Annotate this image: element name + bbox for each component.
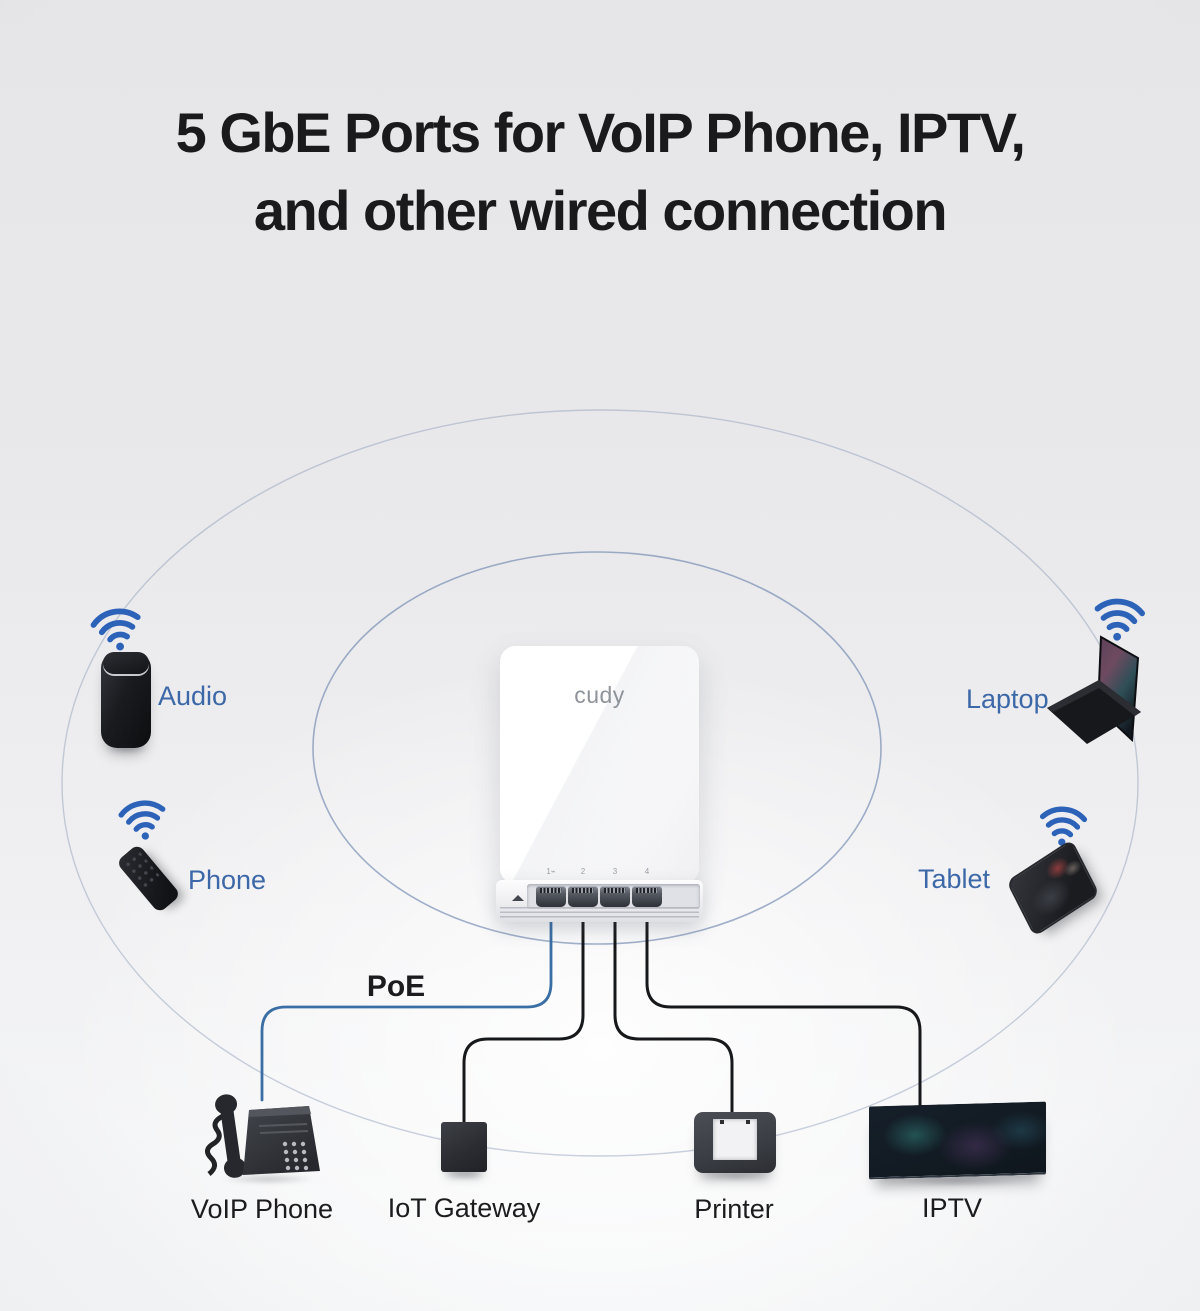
phone-label: Phone <box>188 865 267 895</box>
voip-phone-device <box>205 1094 320 1178</box>
wifi-range-outer-ellipse <box>61 409 1139 1157</box>
speaker-shadow <box>98 744 156 754</box>
smartphone-keypad <box>122 849 163 893</box>
ethernet-port-4 <box>632 886 662 907</box>
wifi-range-inner-ellipse <box>312 551 882 945</box>
phone-base <box>243 1106 320 1175</box>
poe-label: PoE <box>366 970 426 1003</box>
port-strip <box>496 880 703 922</box>
smartphone-device <box>115 843 182 915</box>
reset-arrow-icon <box>512 895 524 901</box>
port-label-2: 2 <box>580 867 586 876</box>
handset-cord <box>205 1113 225 1176</box>
wifi-icon <box>1039 806 1088 846</box>
audio-label: Audio <box>158 681 228 711</box>
cable-to-printer <box>613 898 734 1115</box>
page-title: 5 GbE Ports for VoIP Phone, IPTV, and ot… <box>0 94 1200 250</box>
port-label-4: 4 <box>644 867 650 876</box>
audio-speaker-device <box>101 652 151 748</box>
printer-label: Printer <box>694 1194 774 1224</box>
ethernet-port-3 <box>600 886 630 907</box>
cable-to-iptv <box>645 898 922 1108</box>
iptv-device <box>869 1101 1046 1180</box>
wifi-icon <box>90 608 141 651</box>
gateway-shadow <box>436 1170 494 1180</box>
iptv-label: IPTV <box>921 1193 983 1223</box>
laptop-device <box>1047 635 1141 744</box>
access-point-device: cudy 1⌁ 2 3 4 <box>496 646 703 922</box>
iot-gateway-label: IoT Gateway <box>387 1193 541 1223</box>
wifi-icon <box>1094 598 1146 641</box>
port-label-1: 1⌁ <box>546 867 556 876</box>
ethernet-port-1 <box>536 886 566 907</box>
laptop-label: Laptop <box>966 684 1049 714</box>
printer-shadow <box>690 1170 782 1182</box>
access-point-faceplate <box>500 646 699 884</box>
smartphone-body <box>115 843 182 914</box>
laptop-base-edge <box>1047 680 1141 716</box>
title-line-2: and other wired connection <box>253 179 948 242</box>
port-label-3: 3 <box>612 867 618 876</box>
cable-to-iot-gateway <box>462 898 585 1126</box>
printer-device <box>694 1112 776 1173</box>
wifi-icon <box>118 800 166 840</box>
iot-gateway-device <box>441 1122 487 1172</box>
phone-base-top <box>249 1106 311 1117</box>
printer-paper <box>713 1119 757 1160</box>
port-number-row: 1⌁ 2 3 4 <box>496 867 703 879</box>
voip-phone-label: VoIP Phone <box>190 1194 334 1224</box>
phone-speaker-lines <box>258 1123 309 1134</box>
ethernet-port-2 <box>568 886 598 907</box>
iptv-shadow <box>866 1174 1050 1188</box>
brand-logo: cudy <box>574 682 625 708</box>
title-line-1: 5 GbE Ports for VoIP Phone, IPTV, <box>175 101 1026 164</box>
phone-handset <box>215 1094 246 1178</box>
phone-keypad <box>282 1141 309 1171</box>
poe-cable-to-voip-phone <box>260 898 553 1102</box>
tablet-device <box>1006 838 1100 938</box>
voip-phone-shadow <box>205 1172 331 1186</box>
tablet-label: Tablet <box>918 864 991 894</box>
